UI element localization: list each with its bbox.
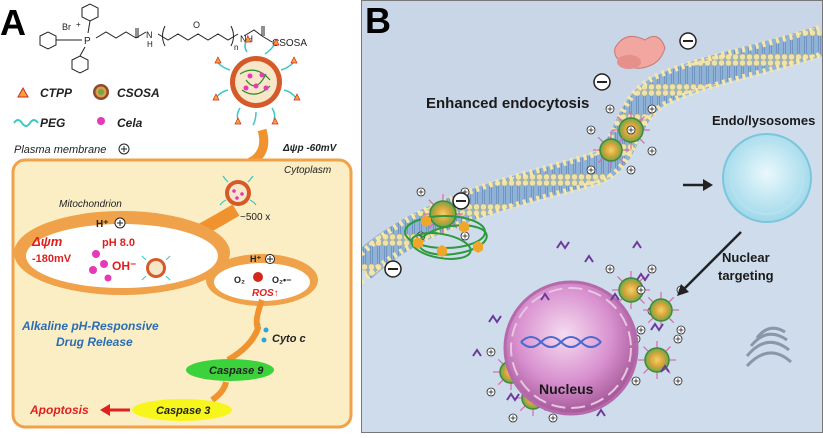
minus-sign-icon [593, 73, 611, 91]
formula-p: P [84, 36, 91, 47]
legend-peg: PEG [40, 116, 65, 130]
panel-b-frame [361, 0, 823, 433]
ph-label: pH 8.0 [102, 237, 135, 249]
formula-csosa: CSOSA [272, 38, 307, 49]
cyto-c-label: Cyto c [272, 333, 306, 345]
arrow-to-lysosome [683, 179, 713, 191]
formula-br: Br [62, 22, 71, 32]
phenyl-ring-left [39, 31, 57, 50]
nanoparticle-small [219, 175, 257, 206]
formula-o: O [193, 20, 200, 30]
mitochondrion-2-inner [214, 263, 310, 301]
nuclear-label-line2: targeting [718, 268, 774, 283]
alkyl-chain [95, 31, 137, 39]
cela-release-dots [89, 250, 112, 282]
formula-n-left: N [146, 30, 153, 40]
panel-b-canvas: Enhanced endocytosis Endo/lysosomes Nucl… [350, 24, 823, 433]
plus-sign-icon [118, 143, 130, 155]
nuclear-label-line1: Nuclear [722, 250, 770, 265]
caspase9-label: Caspase 9 [209, 365, 264, 377]
endo-lysosomes-label: Endo/lysosomes [712, 113, 815, 128]
nanoparticle [605, 104, 657, 156]
cytoplasm-label: Cytoplasm [284, 165, 331, 176]
endocytosis-label: Enhanced endocytosis [426, 95, 589, 112]
panel-a-canvas: Br + P N H O n NH CSOSA CTPP CSOSA PEG C… [11, 3, 353, 429]
phenyl-ring-top [81, 3, 99, 22]
panel-b-letter: B [365, 0, 391, 41]
legend-csosa: CSOSA [117, 86, 160, 100]
phenyl-ring-bottom [71, 55, 89, 74]
membrane-potential-label: Δψp -60mV [282, 143, 338, 154]
cell-interior [361, 40, 823, 433]
superoxide-label: O₂•− [272, 275, 291, 285]
csosa-icon [93, 84, 109, 100]
minus-sign-icon [452, 192, 470, 210]
o2-label: O₂ [234, 275, 245, 285]
panel-a: Br + P N H O n NH CSOSA CTPP CSOSA PEG C… [0, 0, 356, 433]
formula-n-sub: n [234, 43, 238, 52]
minus-sign-icon [679, 32, 697, 50]
plasma-membrane-label: Plasma membrane [14, 144, 106, 156]
caspase3-ellipse [132, 399, 232, 421]
receptor-protein [614, 35, 666, 69]
mitochondrion-label: Mitochondrion [59, 199, 122, 210]
peg-wave-icon [13, 119, 39, 127]
hplus-label-2: H⁺ [250, 254, 261, 264]
plus-sign-icon [265, 254, 275, 264]
panel-a-letter: A [0, 2, 26, 43]
nucleus-label: Nucleus [539, 381, 594, 397]
mito-mv-label: -180mV [32, 253, 72, 265]
ros-generator-icon [253, 272, 263, 282]
formula-charge: + [76, 20, 81, 29]
hexagon-particles [413, 215, 483, 257]
oh-label: OH⁻ [112, 259, 136, 273]
caspase9-ellipse [186, 359, 274, 381]
cela-dot-icon [97, 117, 105, 125]
plus-sign-icon [114, 217, 126, 229]
arrow-to-nucleus [677, 231, 742, 296]
mitochondrion-inner [26, 224, 218, 288]
golgi-icon [745, 326, 793, 368]
mito-potential-label: Δψm [31, 234, 63, 249]
cyto-c-arrow [226, 298, 265, 363]
panel-b: Enhanced endocytosis Endo/lysosomes Nucl… [350, 0, 823, 433]
ros-label: ROS↑ [252, 288, 279, 299]
hplus-label-1: H⁺ [96, 219, 109, 230]
ctpp-triangle-icon [17, 86, 29, 98]
accumulation-label: ~500 x [240, 212, 270, 223]
peg-chain [157, 33, 239, 41]
release-label-line1: Alkaline pH-Responsive [21, 319, 159, 333]
dna-helix-icon [520, 336, 602, 348]
caspase-arrow [210, 381, 229, 403]
nanoparticle-large [212, 35, 301, 126]
nanoparticle-in-mito [141, 255, 171, 281]
release-label-line2: Drug Release [56, 335, 133, 349]
nanoparticle [586, 125, 636, 175]
chemical-structure [39, 3, 273, 74]
apoptosis-label: Apoptosis [29, 403, 89, 417]
formula-nh-left: H [147, 40, 153, 49]
caspase3-label: Caspase 3 [156, 405, 210, 417]
legend-cela: Cela [117, 116, 143, 130]
drug-molecules [472, 240, 670, 417]
legend-ctpp: CTPP [40, 86, 73, 100]
minus-sign-icon [384, 260, 402, 278]
lysosome [722, 133, 812, 223]
panel-divider [356, 0, 361, 433]
